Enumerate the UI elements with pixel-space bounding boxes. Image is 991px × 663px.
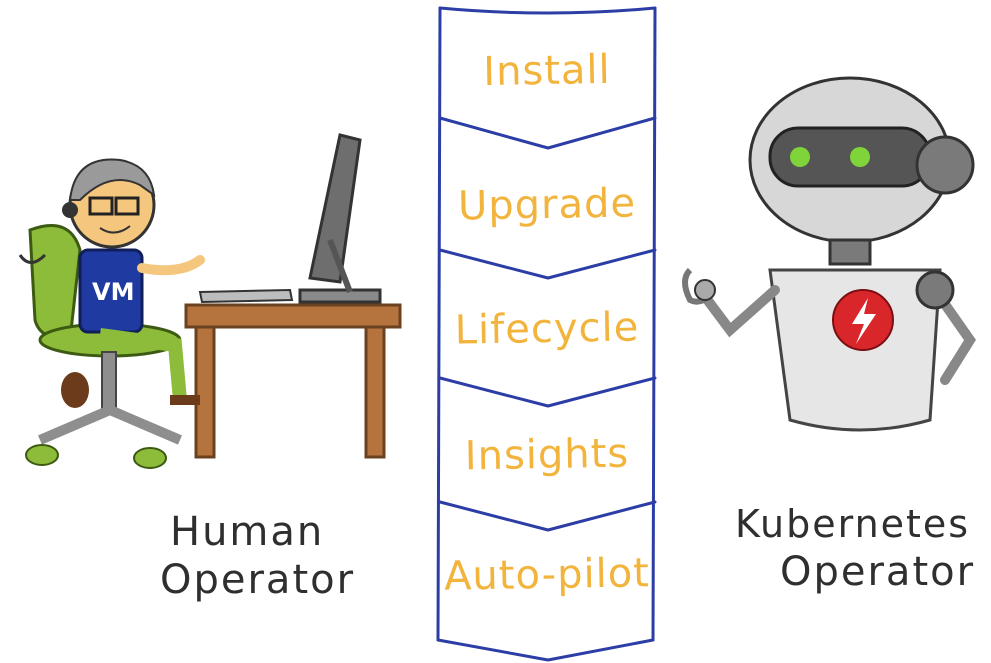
- svg-text:VM: VM: [92, 278, 134, 306]
- chevron-bottom-edge: [436, 638, 655, 662]
- chevron-divider-2: [438, 248, 657, 280]
- human-operator-caption: Human Operator: [160, 508, 356, 604]
- chevron-divider-4: [438, 500, 657, 532]
- chevron-top-edge: [438, 6, 657, 15]
- human-operator-line1: Human: [170, 509, 325, 555]
- robot-icon: [682, 76, 976, 432]
- kubernetes-operator-line1: Kubernetes: [735, 502, 971, 546]
- chevron-outline-right: [651, 6, 657, 642]
- computer-monitor-icon: [198, 133, 382, 304]
- robot-eye-right: [850, 147, 870, 167]
- chevron-divider-3: [438, 376, 657, 408]
- kubernetes-operator-line2: Operator: [780, 549, 976, 595]
- desk-icon: [184, 303, 402, 459]
- human-operator-line2: Operator: [160, 557, 356, 603]
- chevron-divider-1: [438, 116, 657, 150]
- kubernetes-operator-caption: Kubernetes Operator: [735, 500, 985, 596]
- chevron-outline-left: [436, 6, 442, 642]
- robot-eye-left: [790, 147, 810, 167]
- person-icon: VM: [18, 158, 205, 408]
